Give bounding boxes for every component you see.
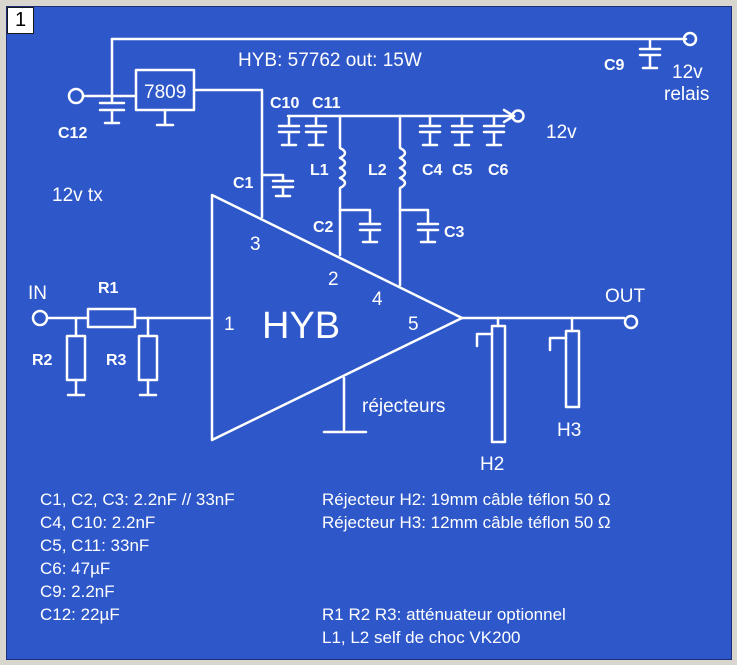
c9-label: C9 xyxy=(604,57,625,74)
note-line: C4, C10: 2.2nF xyxy=(40,513,156,532)
regulator-ground xyxy=(155,108,175,127)
c2-capacitor xyxy=(338,208,382,244)
hyb-ground xyxy=(322,376,368,434)
relay-label-bottom: relais xyxy=(664,84,709,105)
amplifier-label: HYB xyxy=(262,305,340,347)
rejecteurs-label: réjecteurs xyxy=(362,396,445,417)
l2-label: L2 xyxy=(368,162,387,179)
output-label: OUT xyxy=(605,286,646,307)
c6-label: C6 xyxy=(488,162,509,179)
relay-terminal xyxy=(682,31,698,47)
c5-label: C5 xyxy=(452,162,473,179)
note-line: R1 R2 R3: atténuateur optionnel xyxy=(322,605,566,624)
c1-capacitor xyxy=(260,173,295,198)
pin-5-label: 5 xyxy=(408,314,419,335)
c4-capacitor xyxy=(418,114,442,147)
figure-number-badge: 1 xyxy=(7,7,34,34)
notes-left: C1, C2, C3: 2.2nF // 33nF C4, C10: 2.2nF… xyxy=(40,488,235,626)
notes-right-bottom: R1 R2 R3: atténuateur optionnel L1, L2 s… xyxy=(322,603,566,649)
r3-resistor xyxy=(137,334,159,382)
c3-capacitor xyxy=(398,208,440,244)
c5-capacitor xyxy=(450,114,474,147)
c11-capacitor xyxy=(304,114,328,147)
c4-label: C4 xyxy=(422,162,443,179)
notes-right-top: Réjecteur H2: 19mm câble téflon 50 Ω Réj… xyxy=(322,488,611,534)
c12-label: C12 xyxy=(58,125,87,142)
note-line: Réjecteur H2: 19mm câble téflon 50 Ω xyxy=(322,490,611,509)
h3-stub xyxy=(548,316,574,352)
note-line: C12: 22µF xyxy=(40,605,120,624)
c9-capacitor xyxy=(638,37,662,70)
c2-label: C2 xyxy=(313,219,334,236)
supply-12v-terminal xyxy=(511,109,525,123)
h2-stub xyxy=(475,316,500,348)
input-terminal xyxy=(31,309,49,327)
r2-wire xyxy=(66,316,86,397)
pin-4-label: 4 xyxy=(372,289,383,310)
c12-capacitor xyxy=(98,94,126,125)
output-terminal xyxy=(623,314,639,330)
r2-resistor xyxy=(65,334,87,382)
note-line: C6: 47µF xyxy=(40,559,111,578)
pin-2-label: 2 xyxy=(328,269,339,290)
note-line: L1, L2 self de choc VK200 xyxy=(322,628,521,647)
c10-capacitor xyxy=(277,114,301,147)
r3-wire xyxy=(138,316,158,397)
input-label: IN xyxy=(28,283,47,304)
regulator-output xyxy=(192,88,264,219)
h2-label: H2 xyxy=(480,454,504,475)
r2-label: R2 xyxy=(32,352,53,369)
pin-3-label: 3 xyxy=(250,234,261,255)
r3-label: R3 xyxy=(106,352,127,369)
h3-label: H3 xyxy=(557,420,581,441)
note-line: C9: 2.2nF xyxy=(40,582,115,601)
regulator-label: 7809 xyxy=(144,82,186,103)
c1-label: C1 xyxy=(233,175,254,192)
r1-resistor xyxy=(86,307,137,329)
l2-inductor xyxy=(398,114,407,287)
pin-1-label: 1 xyxy=(224,314,235,335)
note-line: C5, C11: 33nF xyxy=(40,536,150,555)
note-line: Réjecteur H3: 12mm câble téflon 50 Ω xyxy=(322,513,611,532)
l1-inductor xyxy=(338,114,347,257)
relay-label-top: 12v xyxy=(672,62,703,83)
c11-label: C11 xyxy=(312,95,341,112)
r1-label: R1 xyxy=(98,280,119,297)
h3-rejector xyxy=(564,329,581,409)
header-text: HYB: 57762 out: 15W xyxy=(238,50,422,71)
c6-capacitor xyxy=(482,114,506,147)
tx-label: 12v tx xyxy=(52,185,103,206)
h2-rejector xyxy=(490,324,507,444)
c12-terminal xyxy=(67,87,85,105)
supply-12v-label: 12v xyxy=(546,122,577,143)
c10-label: C10 xyxy=(270,95,299,112)
note-line: C1, C2, C3: 2.2nF // 33nF xyxy=(40,490,235,509)
l1-label: L1 xyxy=(310,162,329,179)
c3-label: C3 xyxy=(444,224,465,241)
